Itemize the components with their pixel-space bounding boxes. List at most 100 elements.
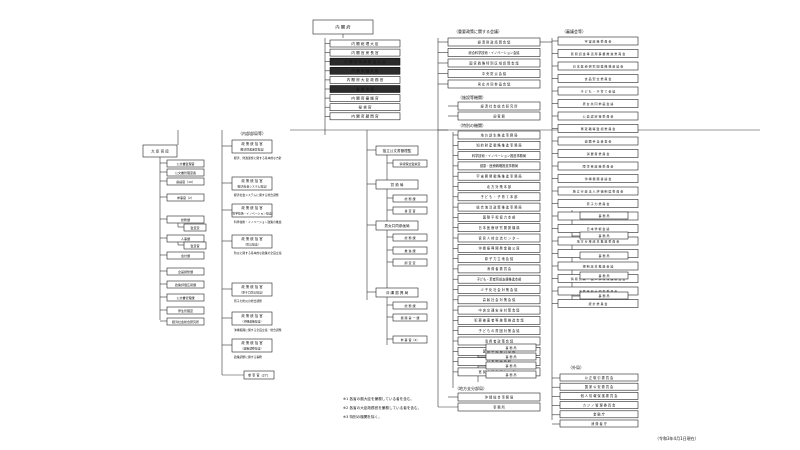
special-item-label: 消 費 者 委 員 会 [487,266,512,271]
middle-item: 独立公文書管理監 [375,145,419,156]
council-other-item: 消 費 者 委 員 会 [557,149,639,158]
secretariat-item-frame [166,177,205,186]
secretariat-item-label: 厚生管理室 [178,308,193,313]
special-item-frame [457,326,541,336]
bureau-title: 政 策 統 括 官 [241,284,263,289]
secretariat-item-frame [166,168,205,177]
top-column-item-frame [329,94,401,102]
local-item: 沖 縄 総 合 事 務 局 [457,392,541,402]
facility-item-frame [457,111,541,121]
council-other-item-frame [557,149,639,158]
middle-subitem: 審 査 官 [392,206,428,215]
external-item: 金 融 庁 [559,410,639,419]
special-item-label: 地 方 創 生 推 進 事 務 局 [481,132,518,137]
footnote: ※2 各省の大臣政務官を兼務している者を含む。 [343,405,421,410]
council-main-item-frame [447,69,541,78]
secretariat-item-label: 会計課 [181,253,190,258]
special-item-label: 中 央 交 通 安 全 対 策 会 議 [479,307,521,312]
council-other-item: 障 害 者 政 策 委 員 会 [557,161,639,171]
secretariat-item-label: 公文書管理室長 [175,170,196,175]
external-item: 消 費 者 庁 [559,419,639,428]
council-other-item-frame [557,111,639,121]
secretariat-item: 会計課 [166,251,205,260]
top-column-item-label: 内 閣 府 顧 問 官 [351,114,379,119]
special-item-frame [457,192,541,202]
secretariat-subitem-frame [183,241,207,250]
secretariat-item-frame [166,251,205,260]
council-other-item-frame [557,199,639,208]
special-item-frame [457,213,541,222]
secretariat-item-label: 政策評価広報課 [175,282,196,287]
council-other-item-label: 男 女 共 同 参 画 会 議 [583,101,614,106]
special-item-frame [457,202,541,212]
bureau-group: 政 策 統 括 官（原子力防災担当） [231,282,273,297]
special-item-label: 知 的 財 産 戦 略 推 進 事 務 局 [476,143,521,148]
bureau-note: 政策調整に関する事務 [234,355,262,359]
top-column-item: 内 閣 府 審 議 官 [329,94,401,102]
secretariat-item: 人事課 [166,234,205,243]
bureau-group: 政 策 統 括 官（経済社会システム担当） [231,176,273,191]
council-main-item-frame [447,79,541,89]
secretariat-box-frame [142,144,178,158]
secretariat-item: 審議官（10） [166,177,205,186]
council-other-item: 男 女 共 同 参 画 会 議 [557,99,639,108]
council-other-item-label: 消 費 者 委 員 会 [587,151,610,156]
middle-item-frame [375,220,419,231]
special-item-label: 子ども・若者育成支援推進本部 [477,277,522,282]
special-item-label: 原 子 力 立 地 会 議 [485,256,514,261]
top-column-item-label: 事 務 次 官 [356,86,374,91]
council-other-item-label: 子 ど も ・ 子 育 て 会 議 [581,88,616,93]
section-label-facilities: （施設等機関） [458,94,486,100]
secretariat-item: 公文書管理課 [166,293,205,302]
secretariat-item-frame [166,293,205,302]
special-item-label: 国 際 平 和 協 力 本 部 [483,215,516,220]
middle-subitem: 推 進 課 [392,246,428,255]
top-column-item-label: 内 閣 府 大 臣 政 務 官 [347,77,384,82]
external-item-frame [559,419,639,428]
special-item: 沖 縄 振 興 開 発 金 融 公 庫 [457,244,541,253]
middle-subitem-label: 参 事 官（4） [401,337,420,342]
special-item: 高 齢 社 会 対 策 会 議 [457,295,541,305]
council-other-item-frame [557,299,639,308]
council-main-item: 経 済 財 政 諮 問 会 議 [447,37,541,47]
middle-subitem: 調 査 室 [392,258,428,267]
middle-subitem-label: 総 務 課 [405,196,416,201]
top-column-item-label: 秘 書 官 [358,105,371,110]
section-label-internal: （内部部局等） [238,130,266,136]
special-item-frame [457,223,541,232]
external-item-label: 消 費 者 庁 [591,421,608,426]
special-subitem-label: 事 務 局 [506,363,517,368]
counsellor-box-frame [243,370,275,380]
special-item-label: 総 合 海 洋 政 策 推 進 事 務 局 [476,204,521,209]
special-item-label: 高 齢 社 会 対 策 会 議 [483,297,516,302]
middle-item-frame [375,287,419,298]
special-item-frame [457,161,541,171]
external-item-frame [559,410,639,419]
special-subitem-frame [485,343,537,352]
council-other-subitem-frame [579,271,629,280]
council-other-subitem-frame [579,251,629,260]
council-other-item-label: 公 益 認 定 等 委 員 会 [583,113,614,118]
special-item-frame [457,182,541,191]
special-item-label: 科学技術・イノベーション推進事務局 [472,153,526,158]
council-other-item-frame [557,186,639,196]
secretariat-item-label: 総務課 [181,217,190,222]
special-item-label: 北 方 対 策 本 部 [487,184,512,189]
council-other-item: 原 子 力 委 員 会 [557,199,639,208]
special-item-frame [457,151,541,160]
special-item: 知 的 財 産 戦 略 推 進 事 務 局 [457,141,541,150]
special-item-frame [457,285,541,294]
top-column-item-label: 内 閣 官 房 長 官 [351,50,379,55]
council-other-item-label: 民 間 資 金 等 活 用 事 業 推 進 委 員 会 [571,51,625,56]
middle-item: 沖 縄 振 興 局 [375,287,419,298]
special-item-label: 日 本 医 療 研 究 開 発 機 構 [479,225,521,230]
special-item-frame [457,305,541,315]
external-item-label: カ ジ ノ 管 理 委 員 会 [583,402,616,407]
council-main-item-label: 国 家 戦 略 特 別 区 域 諮 問 会 議 [469,60,519,65]
local-item-frame [457,392,541,402]
council-main-item-label: 中 央 防 災 会 議 [482,71,507,76]
council-other-item-label: 地 方 分 権 改 革 推 進 委 員 会 [577,238,620,243]
special-item-label: 消 費 者 政 策 会 議 [485,338,514,343]
local-column: 沖 縄 総 合 事 務 局事 務 所 [457,392,541,412]
